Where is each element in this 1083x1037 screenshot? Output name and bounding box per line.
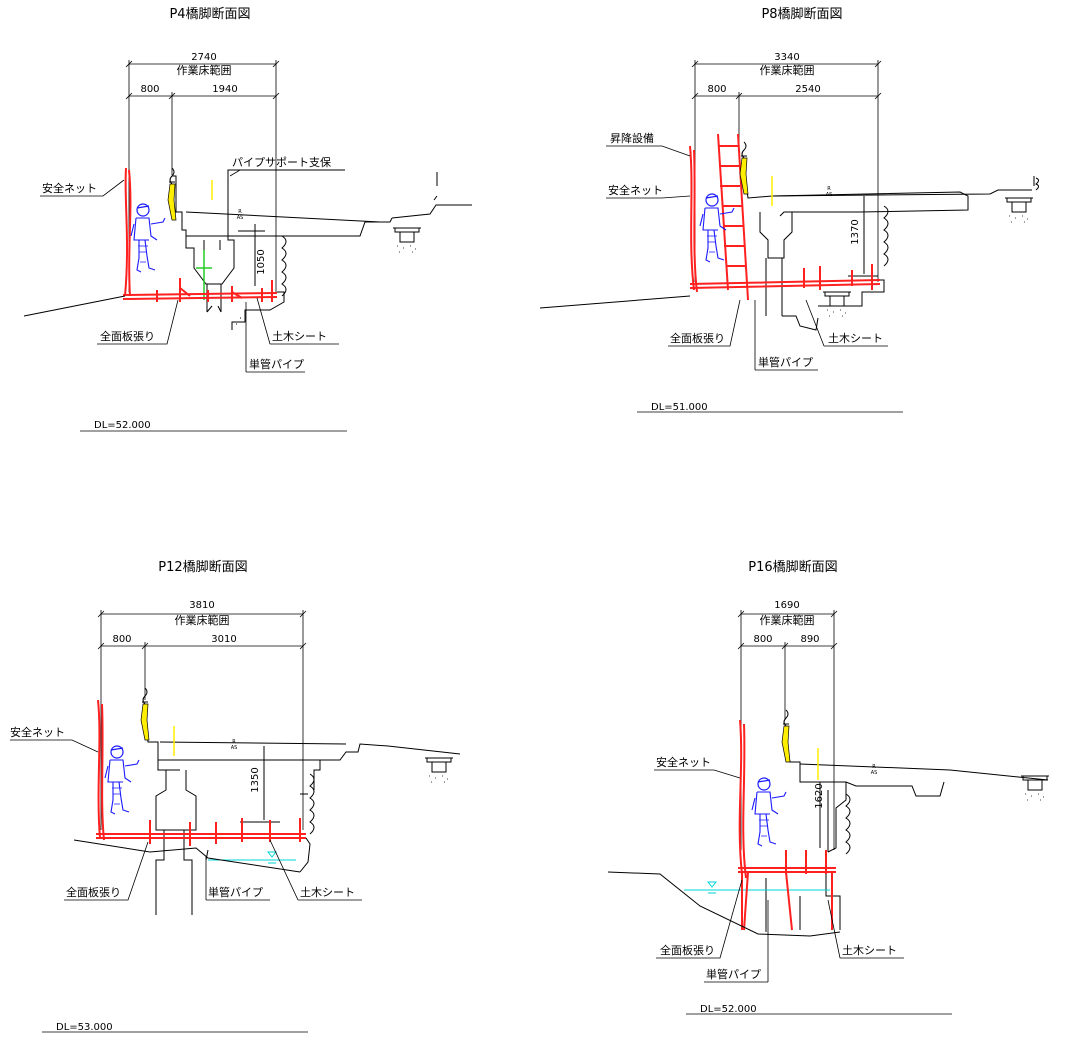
safety-net-label: 安全ネット xyxy=(10,725,65,739)
stairs-label: 昇降設備 xyxy=(610,131,654,145)
right-width-dim: 1940 xyxy=(212,84,237,95)
left-width-dim: 800 xyxy=(140,84,159,95)
safety-net-label: 安全ネット xyxy=(42,181,97,195)
work-floor-range-label: 作業床範囲 xyxy=(177,63,232,77)
road-mark-as: AS xyxy=(826,192,833,198)
height-dim: 1050 xyxy=(256,249,267,274)
total-width-dim: 2740 xyxy=(191,52,216,63)
work-floor-range-label: 作業床範囲 xyxy=(760,63,815,77)
leader-lines xyxy=(654,769,904,983)
light-icon xyxy=(781,709,791,763)
left-width-dim: 800 xyxy=(707,84,726,95)
ladder xyxy=(717,133,749,301)
water-surface xyxy=(684,881,830,894)
dimension-lines xyxy=(97,610,307,830)
worker-icon xyxy=(751,777,787,847)
pipe-support xyxy=(196,250,212,300)
safety-net-label: 安全ネット xyxy=(608,183,663,197)
civil-sheet-label: 土木シート xyxy=(828,332,883,345)
road-mark-r: R xyxy=(232,739,236,745)
datum-level: DL=52.000 xyxy=(94,420,151,431)
full-board-label: 全面板張り xyxy=(66,885,121,899)
road-mark-as: AS xyxy=(231,745,238,751)
full-board-label: 全面板張り xyxy=(660,943,715,957)
girder-section xyxy=(144,715,461,915)
panel-title: P12橋脚断面図 xyxy=(158,559,247,575)
panel-title: P16橋脚断面図 xyxy=(748,559,837,575)
worker-icon xyxy=(130,203,166,273)
panel-p16: P16橋脚断面図 1690 作業床範囲 800 890 R AS 1620 xyxy=(607,559,1050,1015)
bearing-icon xyxy=(1020,775,1050,801)
civil-sheet-label: 土木シート xyxy=(272,330,327,343)
girder-section xyxy=(765,739,1049,932)
soil-sheet-icon xyxy=(845,793,851,855)
girder-section xyxy=(743,169,1039,331)
bearing-icon xyxy=(424,757,454,783)
leader-lines xyxy=(606,145,888,371)
panel-p4: P4橋脚断面図 2740 作業床範囲 800 1940 R AS xyxy=(23,6,472,432)
single-pipe-label: 単管パイプ xyxy=(249,357,304,371)
leader-lines xyxy=(40,169,343,373)
civil-sheet-label: 土木シート xyxy=(300,886,355,899)
ground-line xyxy=(539,279,885,309)
work-floor-range-label: 作業床範囲 xyxy=(760,613,815,627)
right-width-dim: 3010 xyxy=(211,634,236,645)
right-width-dim: 2540 xyxy=(795,84,820,95)
girder-section xyxy=(172,169,472,313)
light-icon xyxy=(140,687,150,741)
panel-p8: P8橋脚断面図 3340 作業床範囲 800 2540 R AS 1370 xyxy=(539,6,1039,413)
total-width-dim: 3340 xyxy=(774,52,799,63)
worker-icon xyxy=(699,193,735,263)
dimension-lines xyxy=(737,610,838,850)
single-pipe-label: 単管パイプ xyxy=(208,885,263,899)
full-board-label: 全面板張り xyxy=(100,329,155,343)
pipe-support-label: パイプサポート支保 xyxy=(232,155,331,169)
work-floor-range-label: 作業床範囲 xyxy=(175,613,230,627)
scaffold xyxy=(738,719,836,931)
road-mark-r: R xyxy=(238,209,242,215)
leader-lines xyxy=(10,739,362,901)
height-dim: 1620 xyxy=(814,783,825,808)
panel-title: P4橋脚断面図 xyxy=(169,6,250,22)
single-pipe-label: 単管パイプ xyxy=(758,355,813,369)
water-surface xyxy=(208,851,296,864)
panel-title: P8橋脚断面図 xyxy=(761,6,842,22)
panel-p12: P12橋脚断面図 3810 作業床範囲 800 3010 R AS 1350 xyxy=(10,559,461,1033)
total-width-dim: 1690 xyxy=(774,600,799,611)
road-mark-as: AS xyxy=(237,215,244,221)
left-width-dim: 800 xyxy=(753,634,772,645)
worker-icon xyxy=(104,745,140,815)
road-mark-r: R xyxy=(827,186,831,192)
datum-level: DL=53.000 xyxy=(56,1022,113,1033)
single-pipe-label: 単管パイプ xyxy=(706,967,761,981)
ground-line xyxy=(607,871,841,937)
height-dim: 1350 xyxy=(250,767,261,792)
datum-level: DL=52.000 xyxy=(700,1004,757,1015)
total-width-dim: 3810 xyxy=(189,600,214,611)
soil-sheet-icon xyxy=(309,773,315,835)
soil-sheet-icon xyxy=(281,235,287,297)
full-board-label: 全面板張り xyxy=(670,331,725,345)
bearing-icon xyxy=(1004,197,1034,223)
road-mark-r: R xyxy=(872,764,876,770)
scaffold xyxy=(96,699,306,846)
footing-icon xyxy=(822,291,852,317)
soil-sheet-icon xyxy=(883,205,889,267)
road-mark-as: AS xyxy=(871,770,878,776)
height-dim: 1370 xyxy=(850,219,861,244)
right-width-dim: 890 xyxy=(800,634,819,645)
civil-sheet-label: 土木シート xyxy=(842,944,897,957)
ground-line xyxy=(23,291,285,330)
bearing-icon xyxy=(392,227,422,253)
left-width-dim: 800 xyxy=(112,634,131,645)
safety-net-label: 安全ネット xyxy=(656,755,711,769)
datum-level: DL=51.000 xyxy=(651,402,708,413)
scaffold xyxy=(689,145,881,293)
scaffold xyxy=(122,167,278,302)
